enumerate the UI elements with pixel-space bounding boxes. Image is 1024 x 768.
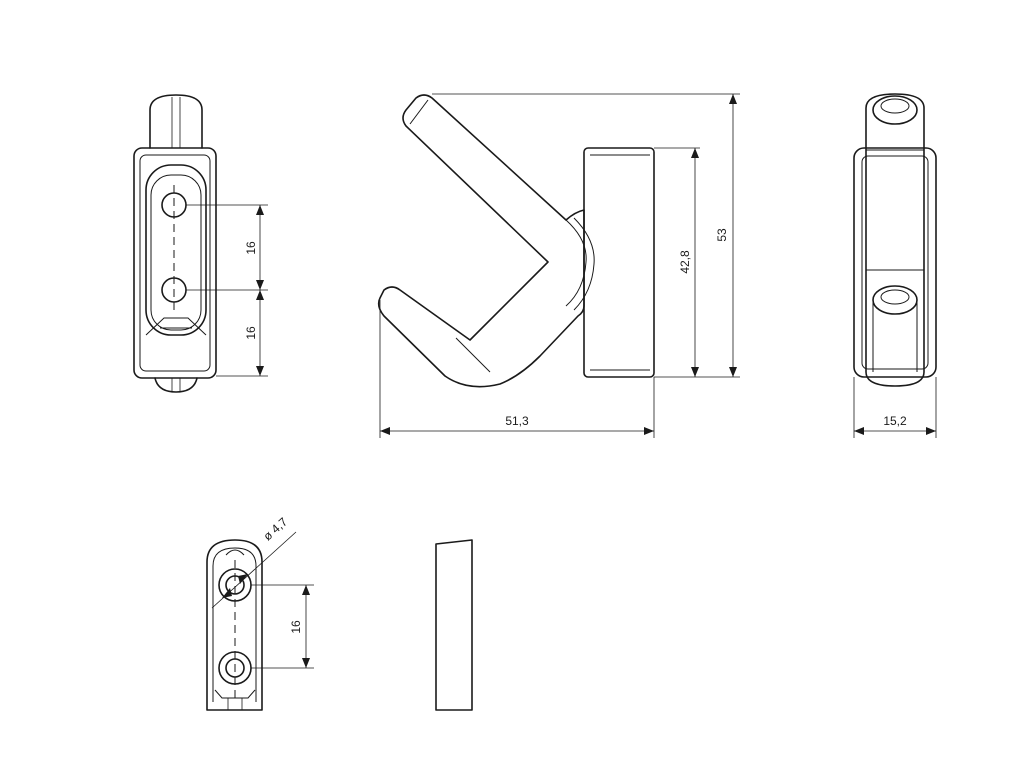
back-view: 15,2 — [853, 93, 937, 438]
plate-edge-view — [435, 539, 473, 711]
dim-side-width: 51,3 — [505, 414, 529, 428]
base-plate-view: ø 4,7 16 — [206, 514, 314, 711]
side-view: 53 42,8 51,3 — [377, 93, 740, 438]
dim-front-lower-spacing: 16 — [244, 326, 258, 340]
dim-base-hole-spacing: 16 — [289, 620, 303, 634]
dim-side-base-height: 42,8 — [678, 250, 692, 274]
dim-base-hole-diameter: ø 4,7 — [260, 514, 290, 543]
dim-back-width: 15,2 — [883, 414, 907, 428]
front-view: 16 16 — [133, 94, 268, 393]
dim-side-total-height: 53 — [715, 228, 729, 242]
dim-front-upper-spacing: 16 — [244, 241, 258, 255]
